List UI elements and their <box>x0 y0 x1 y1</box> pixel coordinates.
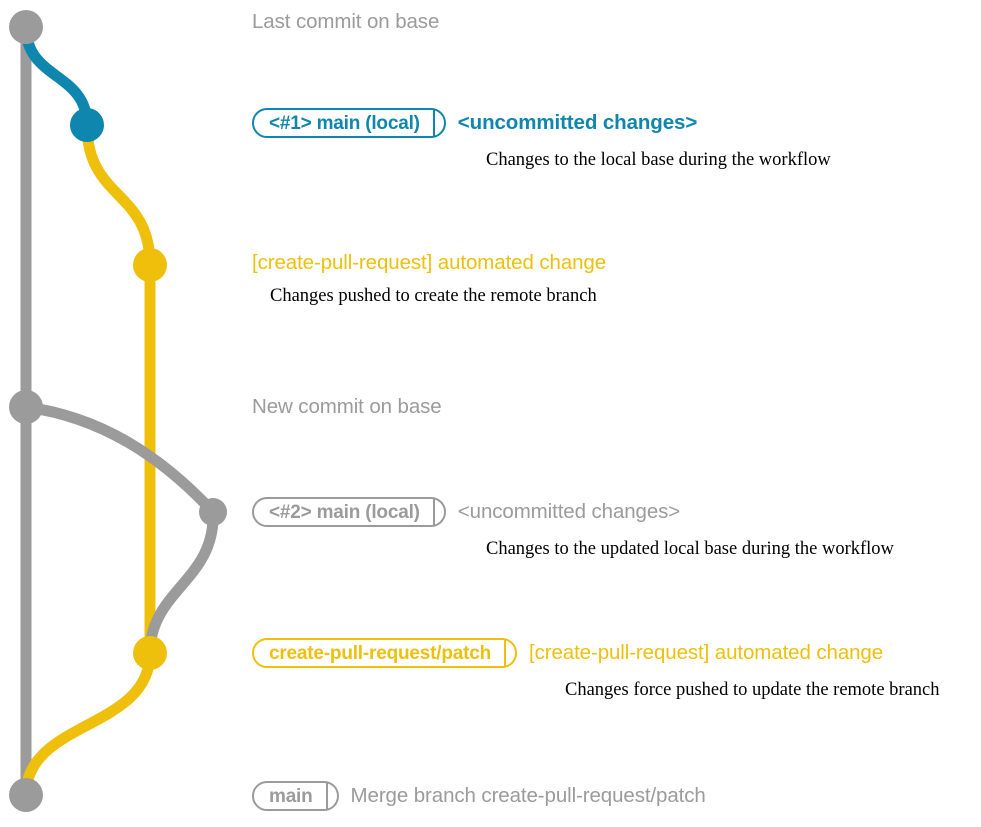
node-merge-main[interactable] <box>9 778 43 812</box>
commit-caption: Changes pushed to create the remote bran… <box>270 285 597 306</box>
commit-caption: Changes force pushed to update the remot… <box>565 680 940 700</box>
commit-message: New commit on base <box>252 395 442 418</box>
annotation-patch-commit-1: [create-pull-request] automated change C… <box>252 251 607 306</box>
node-patch-commit-1[interactable] <box>133 248 167 282</box>
headline-row: <#1> main (local) <uncommitted changes> <box>252 108 831 138</box>
commit-message: [create-pull-request] automated change <box>252 251 607 274</box>
headline-row: create-pull-request/patch [create-pull-r… <box>252 638 940 668</box>
branch-pill-label: create-pull-request/patch <box>269 642 491 664</box>
headline-row: Last commit on base <box>252 10 440 33</box>
branch-pill-notch <box>325 783 337 809</box>
node-base-last[interactable] <box>9 10 43 44</box>
branch-pill-local-main-1[interactable]: <#1> main (local) <box>252 108 446 138</box>
headline-row: main Merge branch create-pull-request/pa… <box>252 781 706 811</box>
headline-row: [create-pull-request] automated change <box>252 251 607 274</box>
node-patch-commit-2[interactable] <box>133 636 167 670</box>
node-base-new[interactable] <box>9 390 43 424</box>
commit-caption: Changes to the updated local base during… <box>486 539 894 559</box>
edge-patch-2-to-merge-main <box>20 647 156 801</box>
headline-row: <#2> main (local) <uncommitted changes> <box>252 497 894 527</box>
branch-pill-notch <box>432 110 444 136</box>
branch-pill-local-main-2[interactable]: <#2> main (local) <box>252 497 446 527</box>
branch-pill-create-pull-request-patch[interactable]: create-pull-request/patch <box>252 638 517 668</box>
commit-message: Merge branch create-pull-request/patch <box>350 783 706 807</box>
commit-message: <uncommitted changes> <box>457 499 681 523</box>
commit-message: [create-pull-request] automated change <box>529 640 884 664</box>
commit-message: Last commit on base <box>252 10 440 33</box>
commit-message: <uncommitted changes> <box>457 110 698 134</box>
branch-pill-label: main <box>269 785 313 807</box>
annotation-new-commit-on-base: New commit on base <box>252 395 442 418</box>
branch-pill-notch <box>432 499 444 525</box>
edge-base-new-to-local-main-2 <box>20 401 219 518</box>
branch-pill-label: <#2> main (local) <box>269 501 420 523</box>
headline-row: New commit on base <box>252 395 442 418</box>
branch-pill-main[interactable]: main <box>252 781 339 811</box>
commit-caption: Changes to the local base during the wor… <box>486 150 831 170</box>
annotation-last-commit-on-base: Last commit on base <box>252 10 440 33</box>
annotation-local-main-2: <#2> main (local) <uncommitted changes> … <box>252 497 894 559</box>
node-local-main-1[interactable] <box>70 108 104 142</box>
annotation-local-main-1: <#1> main (local) <uncommitted changes> … <box>252 108 831 170</box>
annotation-patch-commit-2: create-pull-request/patch [create-pull-r… <box>252 638 940 700</box>
edge-local-main-2-to-patch-2 <box>144 506 219 659</box>
branch-pill-notch <box>504 640 515 666</box>
annotation-merge-main: main Merge branch create-pull-request/pa… <box>252 781 706 811</box>
branch-pill-label: <#1> main (local) <box>269 112 420 134</box>
node-local-main-2[interactable] <box>199 498 227 526</box>
edge-local-main-1-to-patch-1 <box>81 119 156 271</box>
